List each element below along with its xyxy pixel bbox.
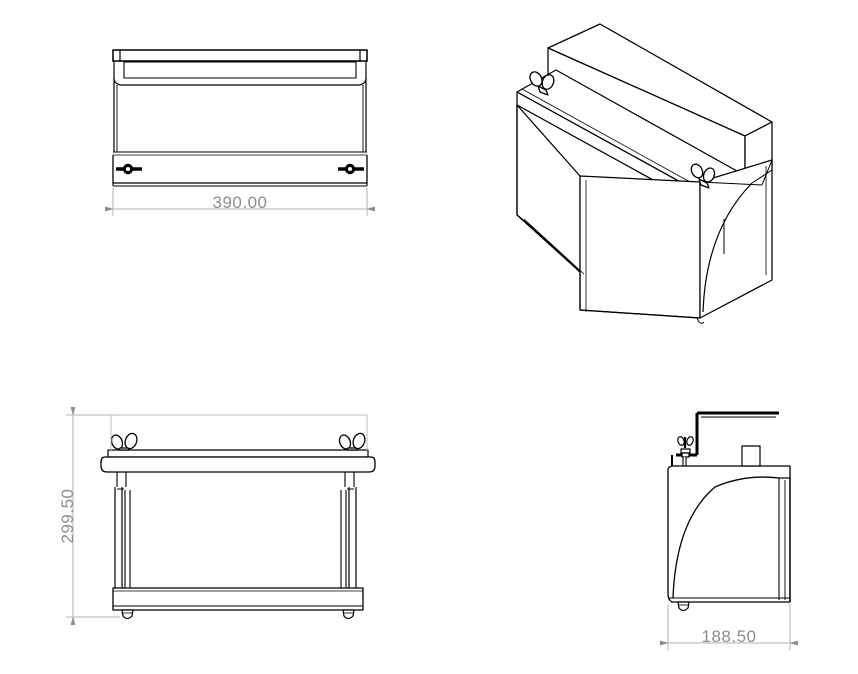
top-outer-frame-band [112, 49, 368, 62]
front-bottom-rail [112, 587, 364, 611]
front-right-wing-nut [338, 432, 366, 451]
front-flange-plate [100, 456, 376, 473]
front-flange-plate-top [107, 449, 369, 458]
iso-back-corner [761, 159, 773, 186]
iso-curved-profile [702, 182, 753, 313]
iso-wing-nut-right [690, 163, 716, 189]
front-right-hinge-stem [344, 472, 355, 487]
iso-wing-nut-left [529, 71, 555, 96]
front-right-rail-outer [348, 487, 357, 605]
side-curved-profile [672, 476, 780, 599]
front-left-rail-inner [124, 490, 131, 600]
front-left-foot [121, 609, 134, 620]
side-elevation-view [667, 411, 791, 612]
dimension-label-width: 390.00 [213, 193, 268, 212]
iso-bottom-front [579, 309, 701, 319]
dimension-label-depth: 188.50 [702, 627, 757, 646]
side-foot [677, 601, 690, 612]
dimension-label-height: 299.50 [58, 489, 77, 544]
side-pivot-wing-nut [677, 436, 694, 458]
side-body-outline [667, 465, 791, 603]
isometric-view [516, 23, 773, 324]
top-body-inner-sides [116, 85, 364, 152]
iso-body-top-back [699, 181, 763, 186]
top-flange-ends [112, 183, 368, 186]
front-elevation-view [100, 432, 376, 620]
side-top-tab [741, 445, 761, 467]
iso-lower-left-contour [516, 214, 581, 310]
front-left-hinge-stem [116, 472, 127, 487]
iso-foot [696, 317, 705, 324]
iso-curve-top-edge [751, 169, 773, 184]
front-view-extension-lines [110, 414, 368, 452]
top-right-post [359, 50, 368, 62]
top-left-wing-nut [116, 163, 142, 175]
iso-lower-left-fold [523, 218, 585, 275]
dimension-depth-188 [660, 604, 798, 650]
dimension-height-299 [66, 407, 120, 625]
top-body-upper-curve [113, 62, 367, 86]
top-left-post [112, 50, 121, 62]
front-right-rail-inner [340, 490, 347, 600]
iso-body-front-panel [579, 175, 701, 319]
front-right-foot [342, 609, 355, 620]
iso-body-right-panel [699, 159, 773, 319]
top-inner-panel [123, 61, 357, 79]
front-left-rail-outer [114, 487, 123, 605]
top-body-sides [113, 78, 367, 152]
top-plan-view [112, 49, 368, 187]
front-left-wing-nut [110, 432, 138, 451]
dimension-width-390 [105, 188, 375, 216]
top-bottom-flange [112, 155, 368, 184]
top-right-wing-nut [338, 163, 364, 175]
